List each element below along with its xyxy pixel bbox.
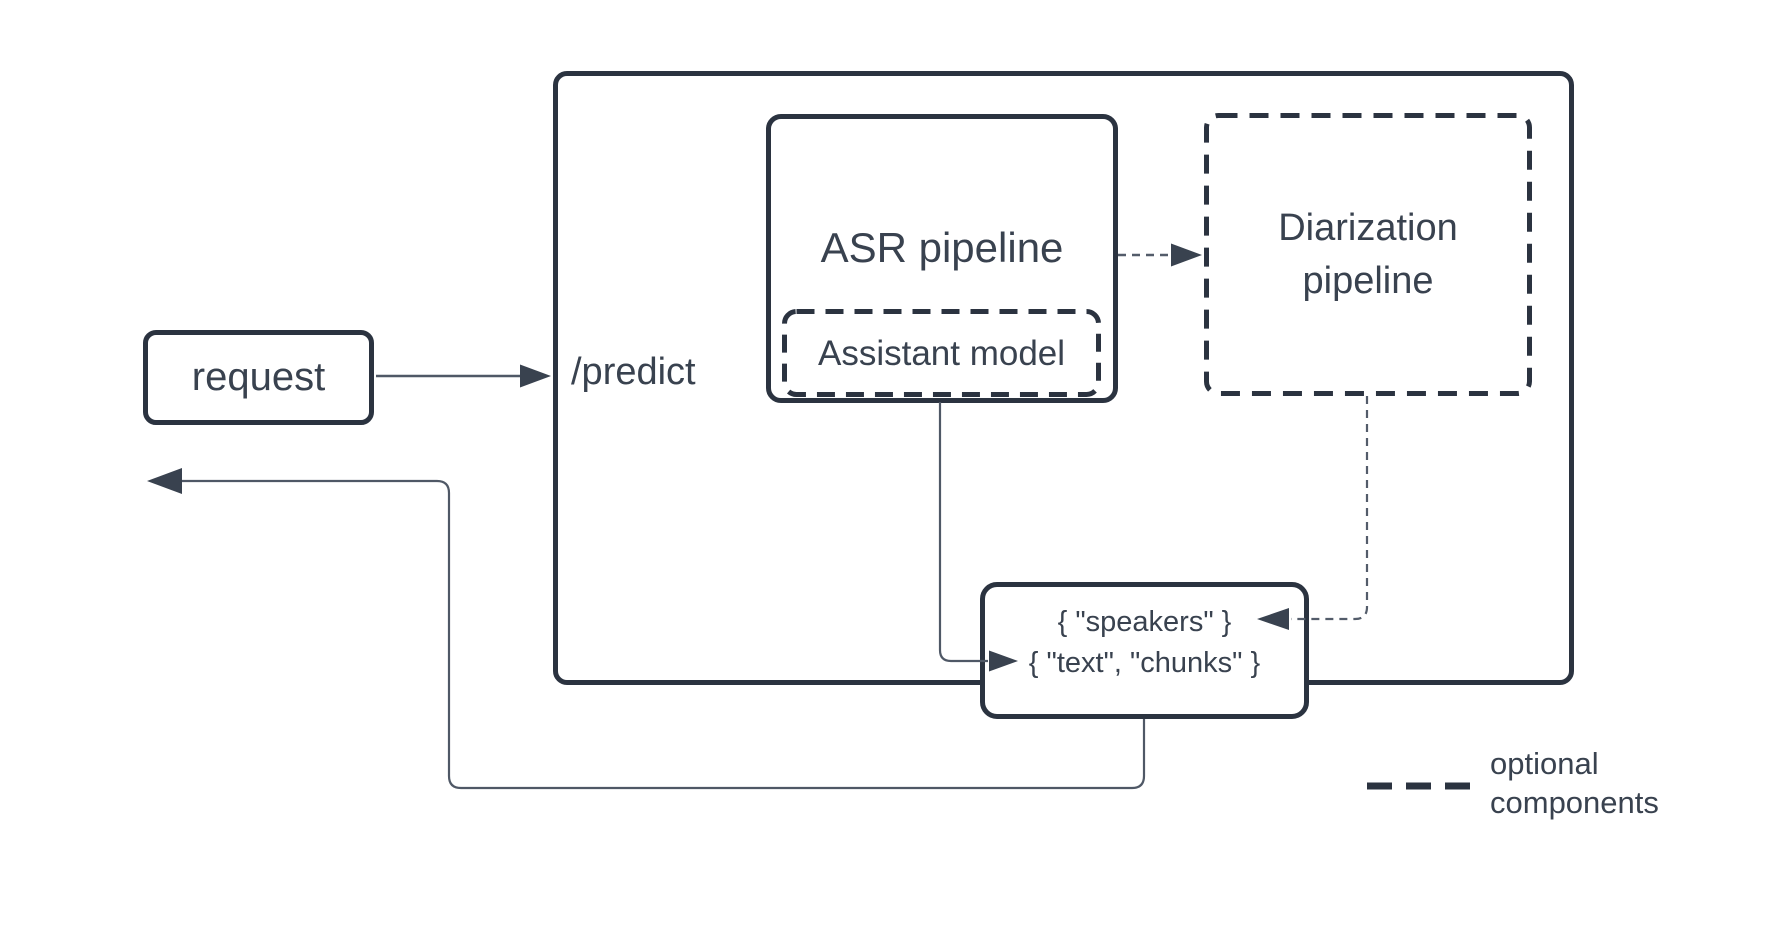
- output-speakers-text: { "speakers" }: [1057, 605, 1232, 638]
- asr-pipeline-node: [766, 114, 1118, 403]
- request-to-predict-arrow: [376, 364, 551, 388]
- predict-endpoint-label: /predict: [571, 351, 696, 393]
- output-node-label: { "speakers" } { "text", "chunks" }: [980, 582, 1309, 719]
- asr-pipeline-label: ASR pipeline: [820, 224, 1064, 271]
- request-node: request: [143, 330, 374, 425]
- output-text-chunks-text: { "text", "chunks" }: [1028, 646, 1261, 679]
- diarization-pipeline-label: Diarization pipeline: [1278, 206, 1458, 302]
- legend-optional-components-label: optional components: [1490, 746, 1659, 820]
- request-node-label: request: [191, 355, 326, 399]
- assistant-model-label: Assistant model: [817, 333, 1066, 373]
